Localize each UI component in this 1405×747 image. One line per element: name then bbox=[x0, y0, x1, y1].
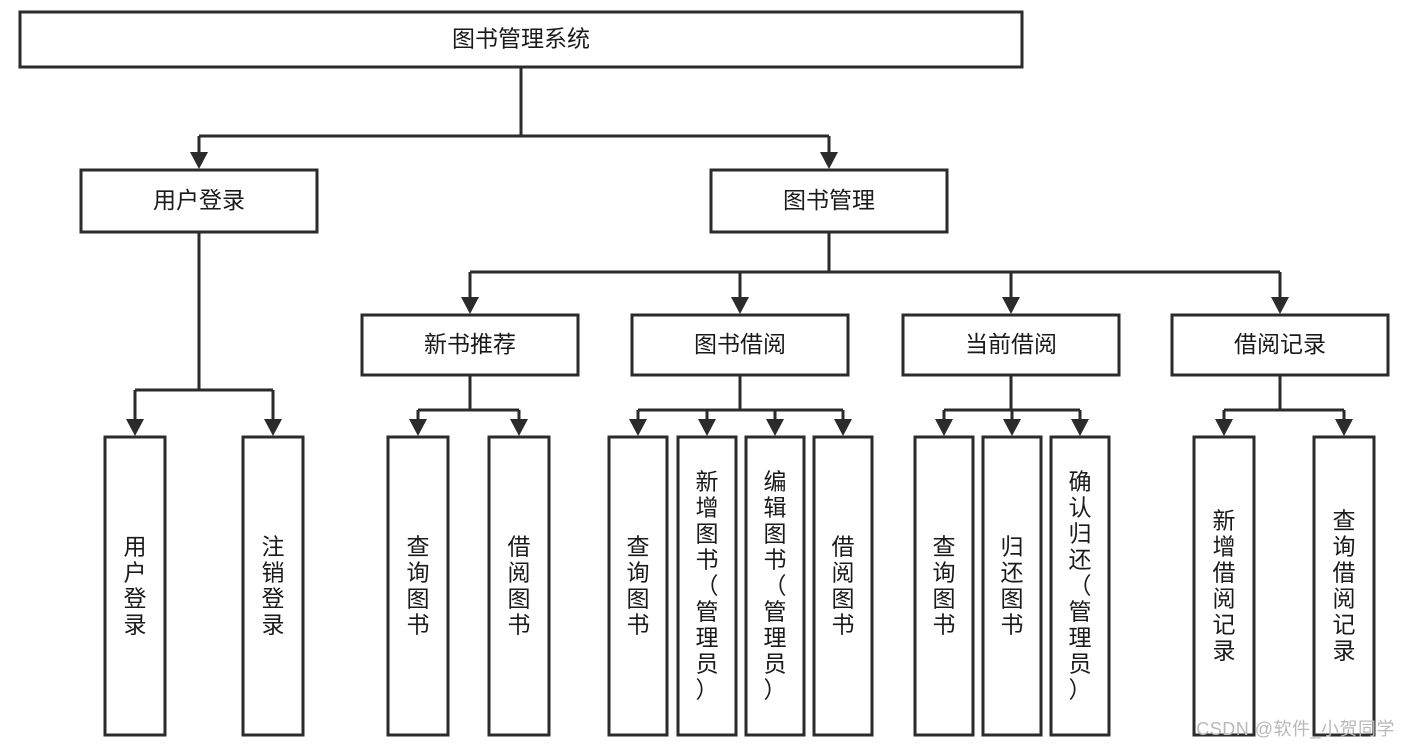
arrow-head-icon bbox=[1071, 419, 1089, 436]
connector-group-当前借阅 bbox=[935, 375, 1089, 436]
node-function-注销登录[interactable]: 注销登录 bbox=[241, 435, 305, 737]
node-label: 查询图书 bbox=[627, 533, 650, 637]
node-label: 新增借阅记录 bbox=[1213, 507, 1236, 663]
arrow-head-icon bbox=[935, 419, 953, 436]
node-label: 用户登录 bbox=[124, 533, 147, 637]
arrow-head-icon bbox=[1003, 419, 1021, 436]
node-layer: 图书管理系统用户登录图书管理新书推荐图书借阅当前借阅借阅记录用户登录注销登录查询… bbox=[18, 10, 1390, 737]
node-label: 借阅图书 bbox=[832, 533, 855, 637]
node-label: 图书借阅 bbox=[694, 331, 786, 357]
node-function-查询图书[interactable]: 查询图书 bbox=[607, 435, 669, 737]
node-box bbox=[487, 435, 551, 737]
arrow-head-icon bbox=[264, 419, 282, 436]
arrow-head-icon bbox=[698, 419, 716, 436]
node-box bbox=[1170, 313, 1390, 377]
node-label: 查询图书 bbox=[933, 533, 956, 637]
node-submodule-新书推荐[interactable]: 新书推荐 bbox=[360, 313, 580, 377]
node-box bbox=[1192, 435, 1256, 737]
arrow-head-icon bbox=[409, 419, 427, 436]
node-label: 确认归还（管理员） bbox=[1069, 468, 1092, 702]
arrow-head-icon bbox=[126, 419, 144, 436]
node-function-归还图书[interactable]: 归还图书 bbox=[981, 435, 1043, 737]
node-box bbox=[744, 435, 806, 737]
connector-group-借阅记录 bbox=[1215, 375, 1353, 436]
node-function-用户登录[interactable]: 用户登录 bbox=[103, 435, 167, 737]
node-box bbox=[630, 313, 850, 377]
arrow-head-icon bbox=[1335, 419, 1353, 436]
connector-group-图书管理系统 bbox=[190, 67, 838, 169]
node-label: 借阅记录 bbox=[1234, 331, 1326, 357]
node-box bbox=[1049, 435, 1111, 737]
node-function-借阅图书[interactable]: 借阅图书 bbox=[487, 435, 551, 737]
node-function-确认归还管理员[interactable]: 确认归还（管理员） bbox=[1049, 435, 1111, 737]
arrow-head-icon bbox=[766, 419, 784, 436]
node-root-图书管理系统[interactable]: 图书管理系统 bbox=[18, 10, 1024, 69]
node-label: 图书管理系统 bbox=[452, 26, 590, 52]
connector-group-图书借阅 bbox=[629, 375, 852, 436]
node-box bbox=[913, 435, 975, 737]
node-function-编辑图书管理员[interactable]: 编辑图书（管理员） bbox=[744, 435, 806, 737]
node-box bbox=[360, 313, 580, 377]
node-box bbox=[386, 435, 450, 737]
node-box bbox=[18, 10, 1024, 69]
node-box bbox=[241, 435, 305, 737]
connector-group-用户登录 bbox=[126, 232, 282, 436]
node-label: 编辑图书（管理员） bbox=[764, 468, 787, 702]
node-box bbox=[981, 435, 1043, 737]
node-box bbox=[812, 435, 874, 737]
connector-layer bbox=[126, 67, 1353, 436]
node-function-查询图书[interactable]: 查询图书 bbox=[913, 435, 975, 737]
node-submodule-借阅记录[interactable]: 借阅记录 bbox=[1170, 313, 1390, 377]
arrow-head-icon bbox=[731, 297, 749, 314]
arrow-head-icon bbox=[510, 419, 528, 436]
arrow-head-icon bbox=[629, 419, 647, 436]
node-label: 新增图书（管理员） bbox=[696, 468, 719, 702]
node-box bbox=[103, 435, 167, 737]
node-function-新增图书管理员[interactable]: 新增图书（管理员） bbox=[676, 435, 738, 737]
node-box bbox=[1312, 435, 1376, 737]
node-box bbox=[607, 435, 669, 737]
node-box bbox=[79, 168, 319, 234]
node-label: 注销登录 bbox=[262, 533, 285, 637]
node-function-查询图书[interactable]: 查询图书 bbox=[386, 435, 450, 737]
arrow-head-icon bbox=[190, 152, 208, 169]
connector-group-图书管理 bbox=[461, 232, 1289, 314]
node-label: 新书推荐 bbox=[424, 331, 516, 357]
arrow-head-icon bbox=[461, 297, 479, 314]
arrow-head-icon bbox=[820, 152, 838, 169]
node-box bbox=[676, 435, 738, 737]
arrow-head-icon bbox=[1215, 419, 1233, 436]
node-box bbox=[901, 313, 1121, 377]
arrow-head-icon bbox=[1002, 297, 1020, 314]
node-function-查询借阅记录[interactable]: 查询借阅记录 bbox=[1312, 435, 1376, 737]
connector-group-新书推荐 bbox=[409, 375, 528, 436]
node-label: 查询借阅记录 bbox=[1333, 507, 1356, 663]
arrow-head-icon bbox=[834, 419, 852, 436]
node-box bbox=[709, 168, 949, 234]
node-function-借阅图书[interactable]: 借阅图书 bbox=[812, 435, 874, 737]
node-label: 用户登录 bbox=[153, 187, 245, 213]
node-module-图书管理[interactable]: 图书管理 bbox=[709, 168, 949, 234]
node-module-用户登录[interactable]: 用户登录 bbox=[79, 168, 319, 234]
node-label: 图书管理 bbox=[783, 187, 875, 213]
node-label: 当前借阅 bbox=[965, 331, 1057, 357]
node-label: 归还图书 bbox=[1001, 533, 1024, 637]
arrow-head-icon bbox=[1271, 297, 1289, 314]
node-label: 借阅图书 bbox=[508, 533, 531, 637]
node-submodule-图书借阅[interactable]: 图书借阅 bbox=[630, 313, 850, 377]
node-submodule-当前借阅[interactable]: 当前借阅 bbox=[901, 313, 1121, 377]
node-function-新增借阅记录[interactable]: 新增借阅记录 bbox=[1192, 435, 1256, 737]
node-label: 查询图书 bbox=[407, 533, 430, 637]
